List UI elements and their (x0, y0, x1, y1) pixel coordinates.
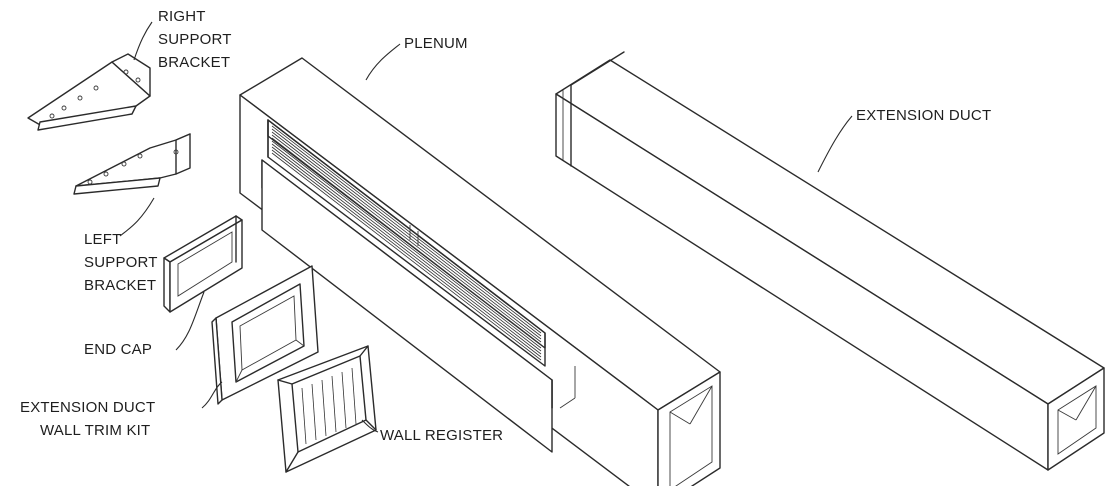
trim-kit-leader (201, 381, 223, 409)
right-support-bracket-part (27, 53, 151, 131)
right-bracket-leader (133, 21, 153, 61)
label-left-support-bracket-1: LEFT (84, 231, 121, 248)
label-right-support-bracket-2: SUPPORT (158, 31, 232, 48)
label-left-support-bracket-3: BRACKET (84, 277, 156, 294)
plenum-leader (365, 43, 401, 81)
label-right-support-bracket-3: BRACKET (158, 54, 230, 71)
label-trim-kit-1: EXTENSION DUCT (20, 399, 155, 416)
end-cap-leader (175, 291, 205, 351)
wall-register-part (277, 345, 377, 473)
label-right-support-bracket-1: RIGHT (158, 8, 206, 25)
plenum-part (239, 57, 721, 486)
label-trim-kit-2: WALL TRIM KIT (40, 422, 150, 439)
wall-register-leader (361, 419, 379, 433)
label-plenum: PLENUM (404, 35, 468, 52)
label-left-support-bracket-2: SUPPORT (84, 254, 158, 271)
extension-duct-leader (817, 115, 853, 173)
left-support-bracket-part (73, 133, 191, 195)
leader-lines (119, 21, 853, 433)
left-bracket-leader (119, 197, 155, 237)
label-end-cap: END CAP (84, 341, 152, 358)
label-extension-duct: EXTENSION DUCT (856, 107, 991, 124)
extension-duct-part (555, 51, 1105, 471)
end-cap-part (163, 215, 243, 313)
label-wall-register: WALL REGISTER (380, 427, 503, 444)
wall-trim-kit-part (211, 265, 319, 405)
